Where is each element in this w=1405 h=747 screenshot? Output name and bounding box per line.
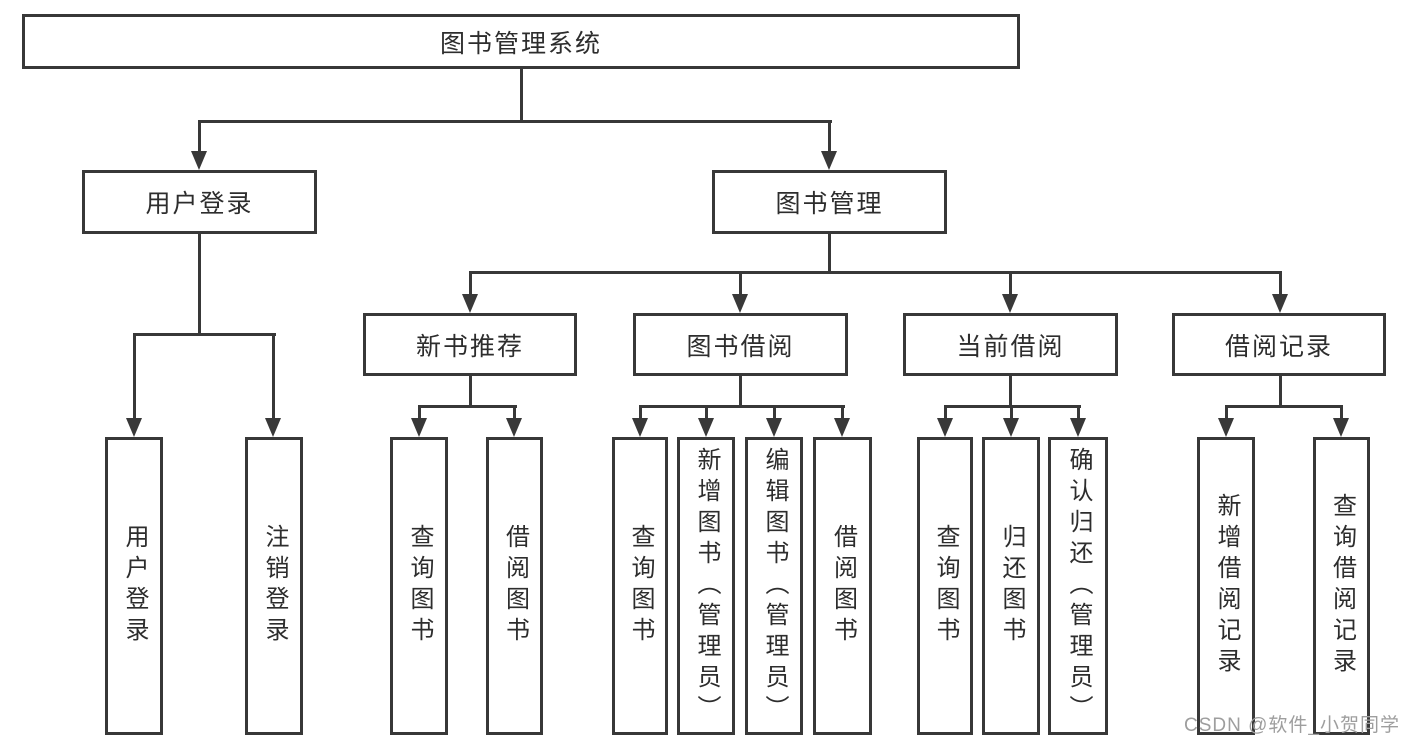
arrow-stem: [133, 335, 136, 420]
leaf-borrow-book-newrec-label: 借阅图书: [501, 524, 529, 648]
leaf-borrow-book-newrec: 借阅图书: [486, 437, 543, 735]
arrow-stem: [1225, 407, 1228, 420]
node-book-borrow: 图书借阅: [633, 313, 848, 376]
arrow-stem: [469, 273, 472, 296]
arrow-stem: [739, 273, 742, 296]
arrow-down-icon: [632, 418, 648, 437]
arrow-down-icon: [506, 418, 522, 437]
connector-borrow-records-stem: [1279, 376, 1282, 408]
arrow-stem: [418, 407, 421, 420]
connector-book-borrow-stem: [739, 376, 742, 408]
arrow-down-icon: [411, 418, 427, 437]
leaf-add-book-admin-label: 新增图书（管理员）: [693, 446, 720, 726]
leaf-confirm-return-admin: 确认归还（管理员）: [1048, 437, 1108, 735]
arrow-stem: [1009, 273, 1012, 296]
node-user-login-label: 用户登录: [145, 190, 254, 218]
arrow-down-icon: [1002, 294, 1018, 313]
node-current-borrow: 当前借阅: [903, 313, 1118, 376]
node-borrow-records: 借阅记录: [1172, 313, 1386, 376]
leaf-logout-label: 注销登录: [261, 524, 288, 648]
node-borrow-records-label: 借阅记录: [1224, 332, 1333, 361]
arrow-stem: [513, 407, 516, 420]
leaf-query-book-borrow: 查询图书: [612, 437, 668, 735]
leaf-query-book-current: 查询图书: [917, 437, 973, 735]
connector-book-borrow-rail: [639, 405, 845, 408]
leaf-query-book-newrec-label: 查询图书: [406, 524, 433, 648]
connector-root-stem: [520, 68, 523, 123]
leaf-edit-book-admin: 编辑图书（管理员）: [745, 437, 803, 735]
connector-level2-rail: [198, 120, 832, 123]
connector-user-login-stem: [198, 234, 201, 336]
arrow-stem: [272, 335, 275, 420]
connector-borrow-records-rail: [1225, 405, 1343, 408]
connector-user-login-rail: [133, 333, 276, 336]
leaf-add-book-admin: 新增图书（管理员）: [677, 437, 735, 735]
leaf-query-borrow-record-label: 查询借阅记录: [1328, 493, 1356, 679]
node-book-management-label: 图书管理: [775, 190, 884, 218]
node-user-login: 用户登录: [82, 170, 317, 234]
connector-current-borrow-rail: [944, 405, 1081, 408]
arrow-down-icon: [1218, 418, 1234, 437]
node-root-label: 图书管理系统: [439, 29, 602, 58]
connector-current-borrow-stem: [1009, 376, 1012, 408]
arrow-down-icon: [1003, 418, 1019, 437]
node-current-borrow-label: 当前借阅: [956, 332, 1065, 361]
arrow-stem: [828, 122, 831, 153]
arrow-stem: [639, 407, 642, 420]
arrow-down-icon: [766, 418, 782, 437]
leaf-borrow-book-borrow: 借阅图书: [813, 437, 872, 735]
leaf-query-book-newrec: 查询图书: [390, 437, 448, 735]
leaf-add-borrow-record-label: 新增借阅记录: [1213, 493, 1240, 679]
leaf-user-login: 用户登录: [105, 437, 163, 735]
arrow-down-icon: [1070, 418, 1086, 437]
arrow-stem: [1279, 273, 1282, 296]
leaf-return-book-label: 归还图书: [998, 524, 1025, 648]
arrow-stem: [944, 407, 947, 420]
leaf-edit-book-admin-label: 编辑图书（管理员）: [761, 446, 788, 726]
arrow-stem: [1340, 407, 1343, 420]
arrow-stem: [773, 407, 776, 420]
leaf-user-login-label: 用户登录: [121, 524, 148, 648]
node-root: 图书管理系统: [22, 14, 1020, 69]
arrow-stem: [1077, 407, 1080, 420]
leaf-borrow-book-borrow-label: 借阅图书: [829, 524, 857, 648]
node-book-borrow-label: 图书借阅: [686, 332, 795, 361]
leaf-query-borrow-record: 查询借阅记录: [1313, 437, 1370, 735]
node-new-book-recommend-label: 新书推荐: [415, 332, 524, 361]
leaf-add-borrow-record: 新增借阅记录: [1197, 437, 1255, 735]
arrow-down-icon: [698, 418, 714, 437]
leaf-query-book-borrow-label: 查询图书: [627, 524, 654, 648]
arrow-down-icon: [732, 294, 748, 313]
arrow-down-icon: [937, 418, 953, 437]
arrow-stem: [705, 407, 708, 420]
arrow-down-icon: [126, 418, 142, 437]
csdn-watermark: CSDN @软件_小贺同学: [1184, 715, 1400, 736]
arrow-down-icon: [265, 418, 281, 437]
arrow-down-icon: [462, 294, 478, 313]
arrow-stem: [1010, 407, 1013, 420]
connector-book-mgmt-stem: [828, 234, 831, 274]
leaf-logout: 注销登录: [245, 437, 303, 735]
connector-new-book-rec-rail: [418, 405, 517, 408]
arrow-down-icon: [1333, 418, 1349, 437]
leaf-confirm-return-admin-label: 确认归还（管理员）: [1065, 446, 1092, 726]
connector-new-book-rec-stem: [469, 376, 472, 408]
leaf-return-book: 归还图书: [982, 437, 1040, 735]
arrow-down-icon: [191, 151, 207, 170]
arrow-down-icon: [1272, 294, 1288, 313]
arrow-stem: [198, 122, 201, 153]
arrow-stem: [841, 407, 844, 420]
leaf-query-book-current-label: 查询图书: [932, 524, 959, 648]
node-new-book-recommend: 新书推荐: [363, 313, 577, 376]
connector-level3-rail: [469, 271, 1282, 274]
arrow-down-icon: [834, 418, 850, 437]
arrow-down-icon: [821, 151, 837, 170]
node-book-management: 图书管理: [712, 170, 947, 234]
